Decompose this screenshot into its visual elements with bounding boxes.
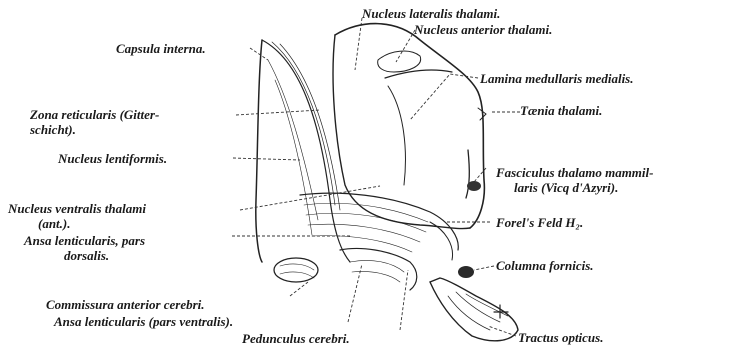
label-lamina-medullaris: Lamina medullaris medialis. bbox=[480, 71, 634, 86]
label-nucleus-ventralis-line1: Nucleus ventralis thalami bbox=[8, 201, 146, 216]
label-zona-reticularis-line2: schicht). bbox=[30, 122, 159, 137]
label-ansa-dorsalis-line1: Ansa lenticularis, pars bbox=[24, 233, 145, 248]
label-fasciculus-line2: laris (Vicq d'Azyri). bbox=[496, 180, 653, 195]
label-capsula-interna: Capsula interna. bbox=[116, 41, 206, 56]
label-fasciculus-thalamo-mammillaris: Fasciculus thalamo mammil- laris (Vicq d… bbox=[496, 165, 653, 195]
lamina-medullaris bbox=[385, 70, 452, 78]
label-zona-reticularis: Zona reticularis (Gitter- schicht). bbox=[30, 107, 159, 137]
label-ansa-lenticularis-dorsalis: Ansa lenticularis, pars dorsalis. bbox=[24, 233, 145, 263]
pedunculus bbox=[340, 249, 417, 291]
leader-lines bbox=[232, 18, 520, 336]
label-nucleus-lentiformis: Nucleus lentiformis. bbox=[58, 151, 167, 166]
tractus-opticus-shape bbox=[430, 278, 518, 341]
hemisphere-outline bbox=[256, 40, 262, 262]
capsula-interna-band bbox=[262, 40, 350, 262]
label-taenia-thalami: Tænia thalami. bbox=[520, 103, 602, 118]
fasciculus-line bbox=[466, 150, 469, 198]
columna-fornicis-shape bbox=[458, 266, 474, 278]
label-nucleus-anterior: Nucleus anterior thalami. bbox=[414, 22, 552, 37]
label-zona-reticularis-line1: Zona reticularis (Gitter- bbox=[30, 107, 159, 122]
nucleus-anterior bbox=[378, 51, 421, 72]
label-commissura-anterior: Commissura anterior cerebri. bbox=[46, 297, 205, 312]
label-tractus-opticus: Tractus opticus. bbox=[518, 330, 603, 345]
label-forels-feld: Forel's Feld H₂. bbox=[496, 215, 583, 230]
label-fasciculus-line1: Fasciculus thalamo mammil- bbox=[496, 165, 653, 180]
label-nucleus-lateralis: Nucleus lateralis thalami. bbox=[362, 6, 500, 21]
commissura-anterior-shape bbox=[274, 258, 318, 282]
label-nucleus-ventralis-line2: (ant.). bbox=[8, 216, 146, 231]
label-pedunculus-cerebri: Pedunculus cerebri. bbox=[242, 331, 350, 346]
label-ansa-dorsalis-line2: dorsalis. bbox=[24, 248, 145, 263]
label-columna-fornicis: Columna fornicis. bbox=[496, 258, 594, 273]
label-ansa-lenticularis-ventralis: Ansa lenticularis (pars ventralis). bbox=[54, 314, 233, 329]
label-nucleus-ventralis: Nucleus ventralis thalami (ant.). bbox=[8, 201, 146, 231]
